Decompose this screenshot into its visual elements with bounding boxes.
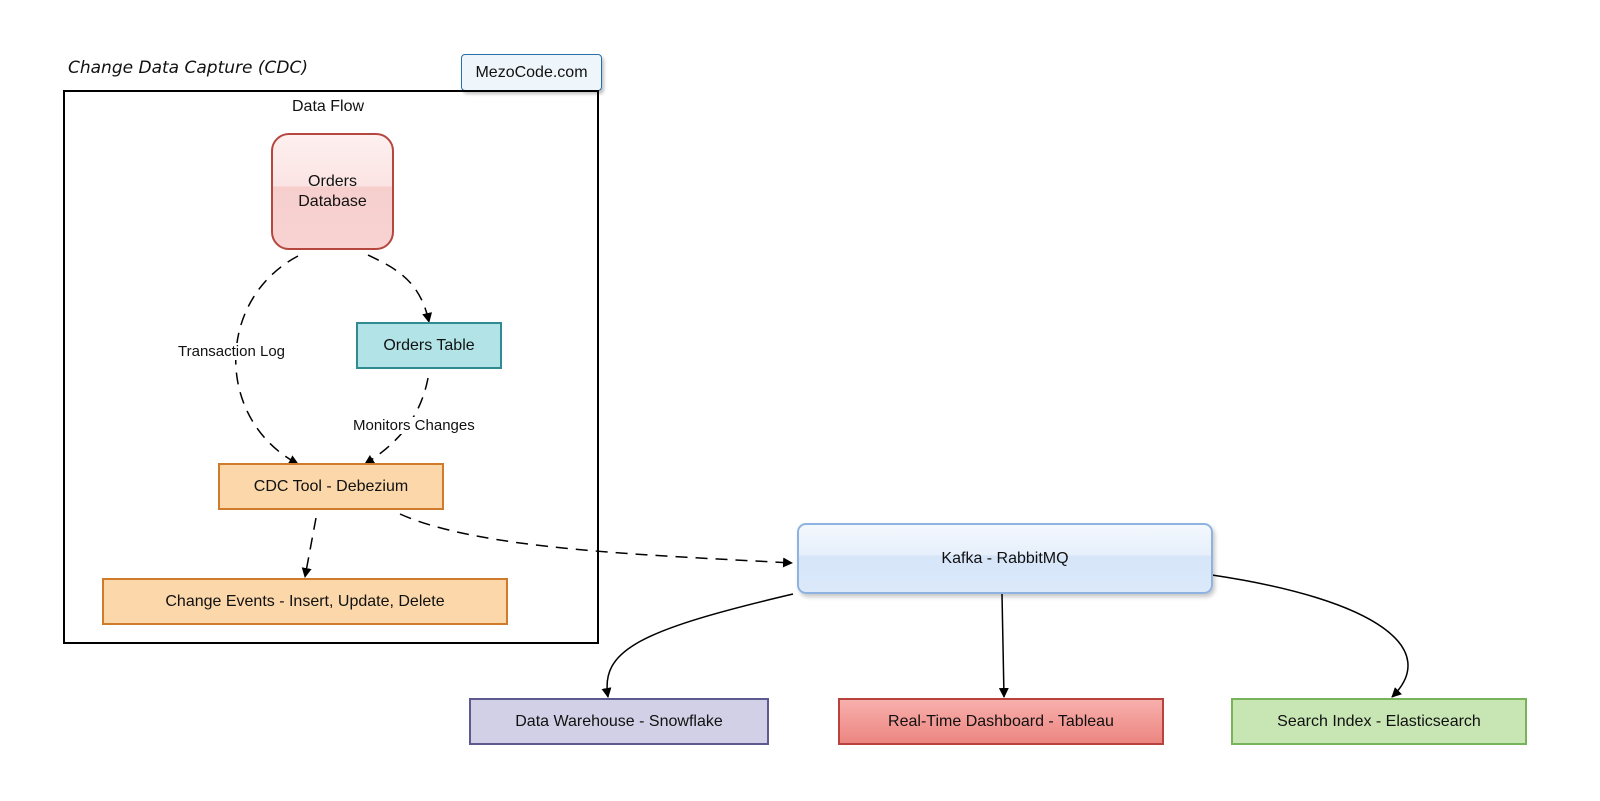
- edge-db-to-table: [367, 254, 432, 323]
- message-broker-label: Kafka - RabbitMQ: [941, 549, 1069, 567]
- diagram-title: Change Data Capture (CDC): [68, 58, 308, 78]
- orders-table-node: Orders Table: [356, 322, 502, 369]
- edge-broker-to-warehouse: [601, 593, 794, 698]
- edge-broker-to-search: [1211, 574, 1409, 698]
- message-broker-node: Kafka - RabbitMQ: [797, 523, 1213, 594]
- orders-table-label: Orders Table: [383, 336, 475, 354]
- orders-database-node: Orders Database: [271, 133, 394, 250]
- data-warehouse-label: Data Warehouse - Snowflake: [515, 712, 723, 730]
- edge-transaction-log: [235, 255, 299, 465]
- data-warehouse-node: Data Warehouse - Snowflake: [469, 698, 769, 745]
- search-index-node: Search Index - Elasticsearch: [1231, 698, 1527, 745]
- data-flow-group: [63, 90, 599, 644]
- edge-broker-to-dashboard: [998, 593, 1009, 698]
- edge-cdc-to-events: [301, 517, 317, 578]
- watermark-text: MezoCode.com: [475, 63, 588, 81]
- cdc-tool-node: CDC Tool - Debezium: [218, 463, 444, 510]
- search-index-label: Search Index - Elasticsearch: [1277, 712, 1481, 730]
- edge-label-monitors-changes: Monitors Changes: [351, 417, 477, 434]
- change-events-label: Change Events - Insert, Update, Delete: [165, 592, 445, 610]
- dashboard-node: Real-Time Dashboard - Tableau: [838, 698, 1164, 745]
- change-events-node: Change Events - Insert, Update, Delete: [102, 578, 508, 625]
- group-label: Data Flow: [292, 98, 365, 115]
- edge-cdc-to-broker: [399, 513, 793, 568]
- dashboard-label: Real-Time Dashboard - Tableau: [888, 712, 1114, 730]
- cdc-tool-label: CDC Tool - Debezium: [253, 477, 409, 495]
- orders-database-label: Orders Database: [298, 172, 367, 210]
- edge-label-transaction-log: Transaction Log: [176, 343, 288, 360]
